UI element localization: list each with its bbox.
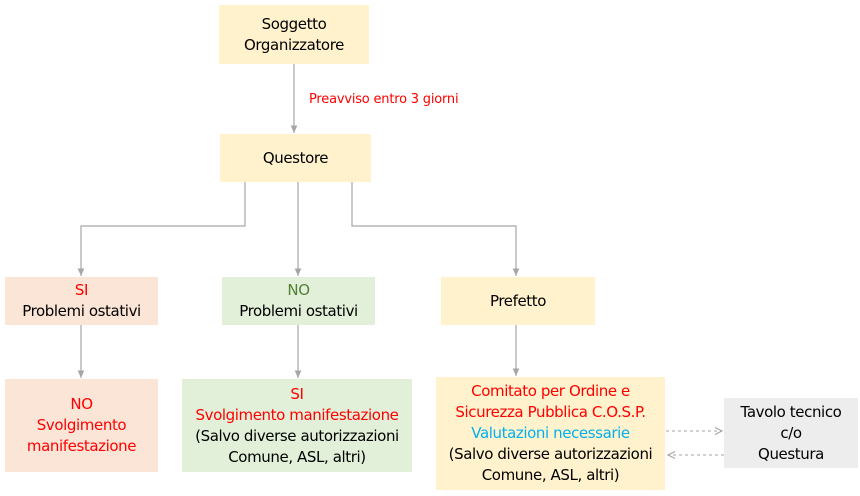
arrow-questore-to-si-problems [77, 182, 246, 276]
node-label: Tavolo tecnico [740, 402, 842, 421]
status-no: NO [70, 395, 93, 413]
node-no-problemi-ostativi: NO Problemi ostativi [222, 277, 375, 325]
node-label: Svolgimento [36, 416, 127, 434]
node-si-svolgimento: SI Svolgimento manifestazione (Salvo div… [182, 379, 412, 472]
node-label: Valutazioni necessarie [471, 424, 630, 442]
edge-label-preavviso: Preavviso entro 3 giorni [309, 92, 459, 107]
node-note: (Salvo diverse autorizzazioni [195, 426, 399, 445]
node-tavolo-tecnico: Tavolo tecnico c/o Questura [724, 398, 858, 468]
node-questore: Questore [220, 134, 371, 182]
node-label: c/o [780, 423, 802, 442]
node-soggetto-organizzatore: Soggetto Organizzatore [219, 5, 369, 64]
node-label: Problemi ostativi [22, 302, 141, 320]
node-label: manifestazione [26, 437, 137, 455]
status-no: NO [287, 281, 310, 299]
node-si-problemi-ostativi: SI Problemi ostativi [5, 277, 158, 325]
node-label: Prefetto [489, 291, 547, 310]
node-note: Comune, ASL, altri) [228, 447, 366, 466]
node-prefetto: Prefetto [441, 277, 595, 325]
node-label: Questura [758, 444, 824, 463]
node-label: Svolgimento manifestazione [195, 405, 399, 424]
node-cosp: Comitato per Ordine e Sicurezza Pubblica… [436, 377, 665, 490]
node-note: (Salvo diverse autorizzazioni [448, 445, 653, 463]
node-label: Soggetto [261, 14, 327, 33]
node-no-svolgimento: NO Svolgimento manifestazione [5, 379, 158, 472]
node-label: Sicurezza Pubblica C.O.S.P. [455, 403, 646, 421]
node-label: Organizzatore [244, 35, 344, 54]
node-note: Comune, ASL, altri) [481, 466, 620, 484]
status-si: SI [74, 281, 89, 299]
node-label: Problemi ostativi [239, 302, 358, 320]
node-label: Comitato per Ordine e [471, 382, 630, 400]
arrow-questore-to-prefetto [351, 182, 520, 276]
node-label: Questore [262, 148, 329, 167]
status-si: SI [290, 384, 304, 403]
